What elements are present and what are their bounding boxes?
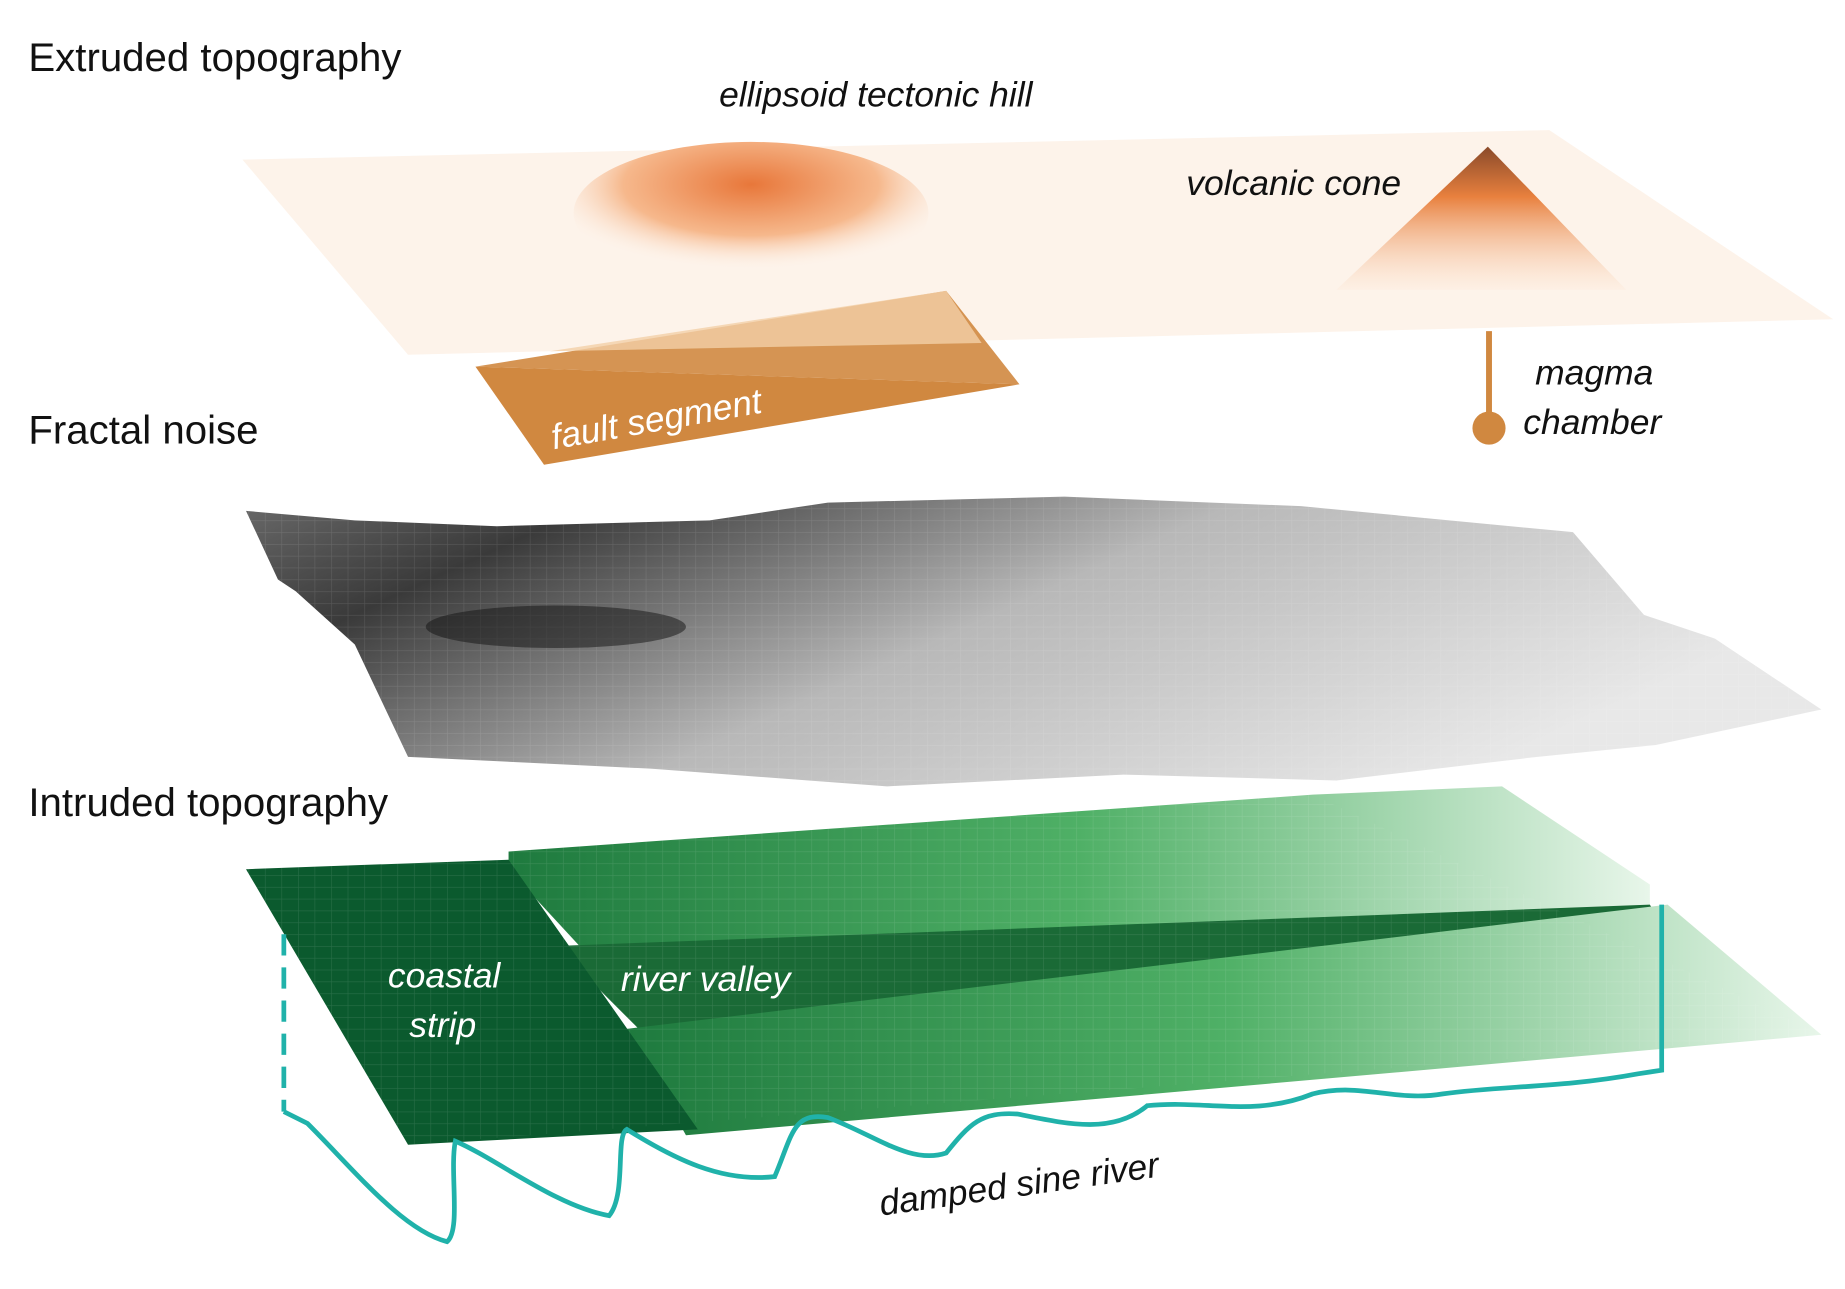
intruded-grid xyxy=(246,794,1822,1145)
label-coastal-2: strip xyxy=(409,1005,476,1045)
extruded-plane xyxy=(242,130,1834,355)
title-intruded: Intruded topography xyxy=(28,780,389,825)
title-fractal: Fractal noise xyxy=(28,407,258,452)
label-hill: ellipsoid tectonic hill xyxy=(719,74,1034,114)
label-river-valley: river valley xyxy=(621,959,793,999)
volcanic-cone xyxy=(1336,146,1627,290)
label-coastal-1: coastal xyxy=(388,955,502,995)
label-magma-1: magma xyxy=(1535,352,1653,392)
title-extruded: Extruded topography xyxy=(28,35,402,80)
fractal-grid xyxy=(246,496,1822,787)
fault-segment-face xyxy=(549,290,982,352)
ellipsoid-hill xyxy=(573,141,929,284)
label-cone: volcanic cone xyxy=(1186,163,1401,203)
fault-segment xyxy=(475,366,1020,465)
damped-sine-river xyxy=(282,904,1665,1245)
magma-chamber-marker xyxy=(1472,411,1506,445)
fractal-dark-ridge xyxy=(425,605,686,649)
label-magma-2: chamber xyxy=(1523,402,1662,442)
